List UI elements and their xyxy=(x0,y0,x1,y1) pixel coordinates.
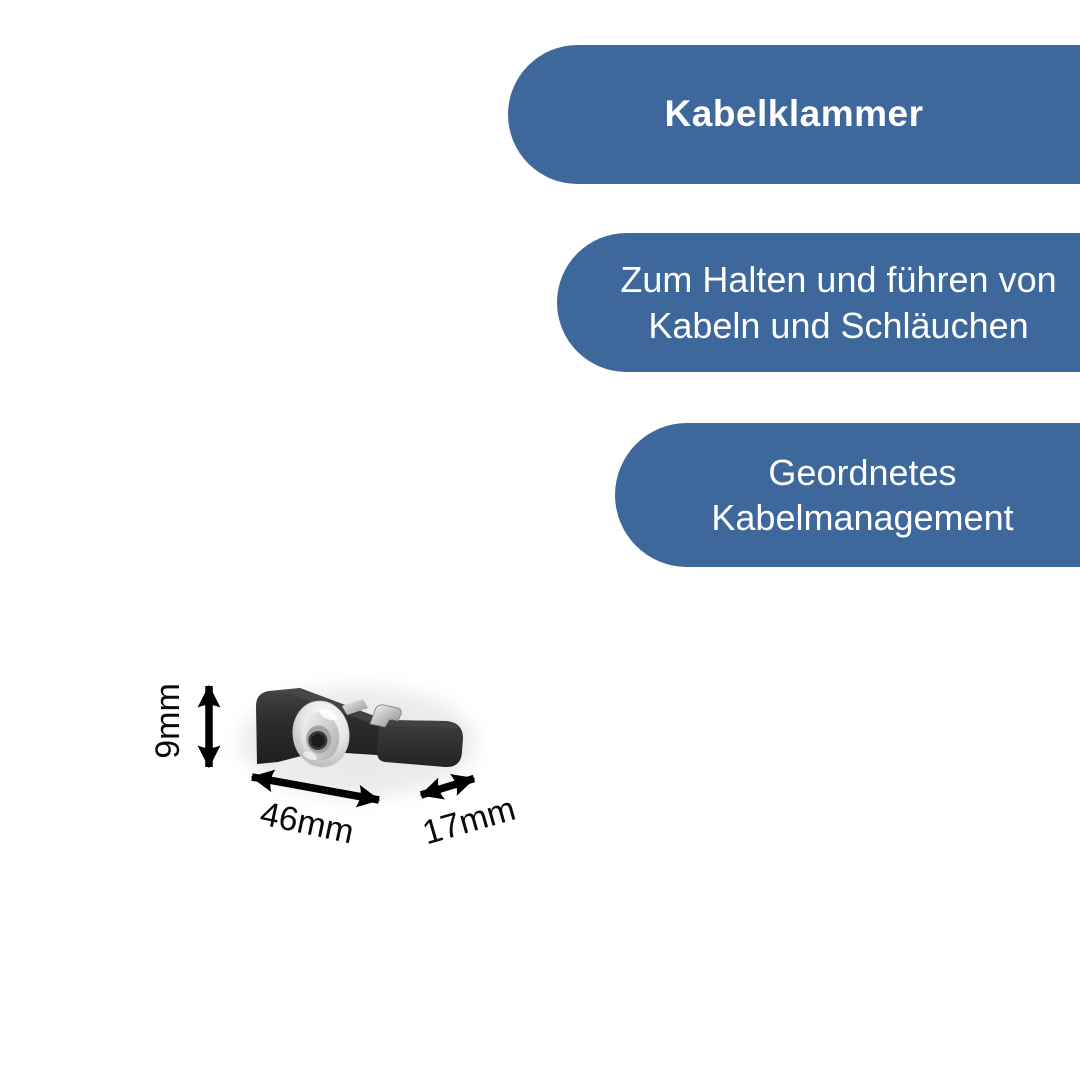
banner-title: Kabelklammer xyxy=(508,45,1080,184)
depth-dimension-label: 17mm xyxy=(418,790,519,853)
length-dimension-label: 46mm xyxy=(257,795,357,852)
depth-dimension-arrow xyxy=(419,773,476,800)
metal-clip xyxy=(342,699,402,728)
screw-head xyxy=(292,700,350,768)
banner-feature-2: Geordnetes Kabelmanagement xyxy=(615,423,1080,567)
length-dimension-arrow xyxy=(250,769,381,808)
banner-feature-1: Zum Halten und führen von Kabeln und Sch… xyxy=(557,233,1080,372)
banner-feature-1-label: Zum Halten und führen von Kabeln und Sch… xyxy=(620,259,1057,346)
banner-title-label: Kabelklammer xyxy=(664,93,924,135)
banner-feature-2-label: Geordnetes Kabelmanagement xyxy=(711,451,1014,538)
product-image: 9mm 46mm 17mm xyxy=(149,683,520,853)
height-dimension-label: 9mm xyxy=(149,683,187,759)
